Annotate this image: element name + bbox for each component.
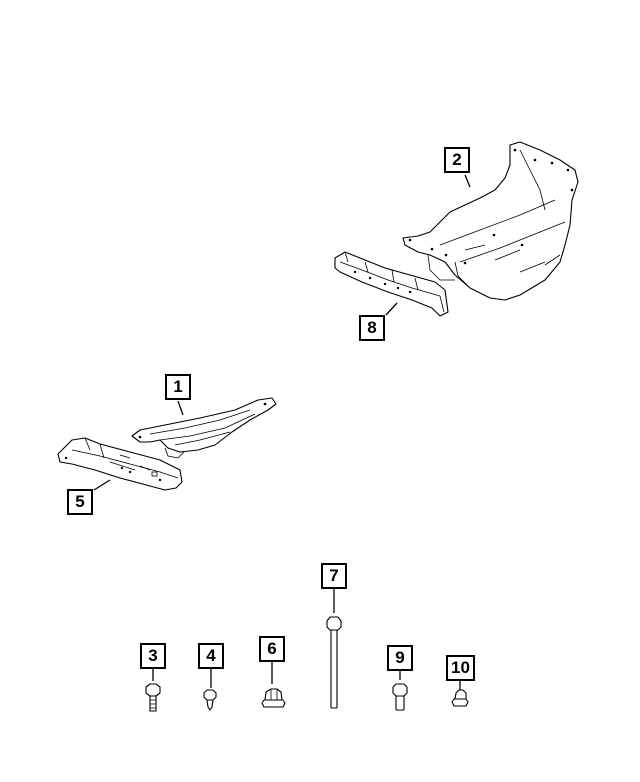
crossmember-part[interactable] (57, 437, 183, 491)
bolt-part[interactable] (145, 683, 161, 712)
callout-5[interactable]: 5 (67, 489, 93, 515)
callout-2[interactable]: 2 (444, 147, 470, 173)
skid-plate-part[interactable] (402, 141, 579, 301)
leader-line-8 (385, 302, 398, 316)
callout-9[interactable]: 9 (387, 645, 413, 671)
callout-10[interactable]: 10 (446, 655, 475, 681)
callout-7[interactable]: 7 (321, 563, 347, 589)
flange-bolt-part[interactable] (392, 683, 408, 711)
callout-3[interactable]: 3 (140, 643, 166, 669)
flange-nut-part[interactable] (261, 688, 286, 708)
crossmember-bracket-part[interactable] (131, 397, 277, 459)
leader-line-5 (93, 479, 111, 491)
leader-line-1 (177, 400, 184, 416)
callout-6[interactable]: 6 (259, 636, 285, 662)
long-bolt-part[interactable] (326, 616, 342, 709)
screw-part[interactable] (203, 689, 217, 711)
callout-4[interactable]: 4 (198, 643, 224, 669)
callout-1[interactable]: 1 (165, 374, 191, 400)
callout-8[interactable]: 8 (359, 315, 385, 341)
small-flange-nut-part[interactable] (451, 689, 469, 707)
crossmember-rear-part[interactable] (334, 251, 449, 317)
leader-line-2 (464, 174, 471, 188)
